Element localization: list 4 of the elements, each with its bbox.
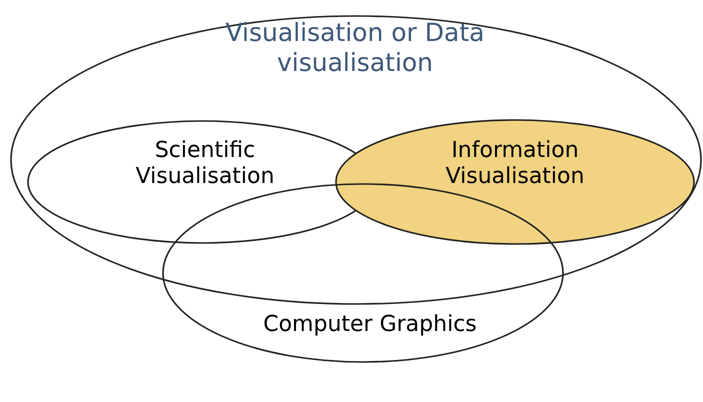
set-label: Information Visualisation xyxy=(444,138,586,191)
set-label: Scientific Visualisation xyxy=(134,138,276,191)
set-label: Computer Graphics xyxy=(262,312,478,338)
set-label: Visualisation or Data visualisation xyxy=(224,18,486,78)
